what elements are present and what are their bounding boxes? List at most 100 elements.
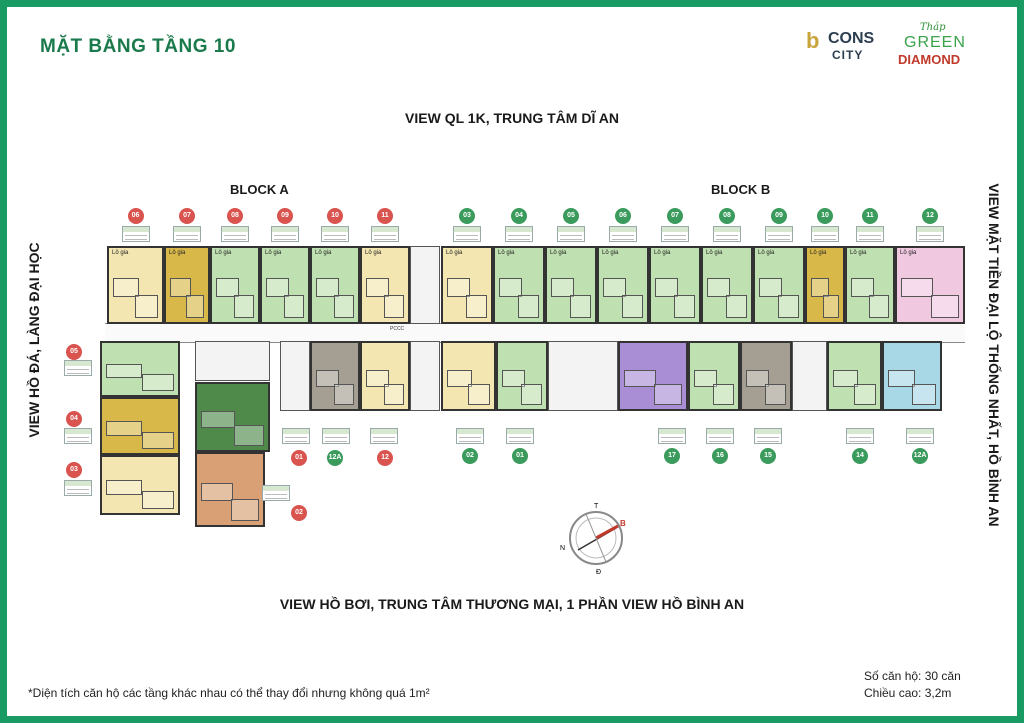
block-b-top-unit: Lô gia [701, 246, 753, 324]
balcony-label: Lô gia [602, 250, 619, 256]
unit-number: 12 [922, 208, 938, 224]
room [674, 294, 695, 318]
tag-line [67, 373, 89, 374]
room [201, 410, 235, 429]
tag-header [454, 227, 480, 232]
tag-line [67, 437, 89, 438]
tag-line [176, 235, 198, 236]
unit-area-tag [456, 428, 484, 444]
tag-line [67, 489, 89, 490]
tag-line [709, 441, 731, 442]
logo-diamond: DIAMOND [898, 52, 961, 67]
room [334, 384, 354, 405]
room [447, 369, 472, 388]
tag-line [909, 437, 931, 438]
compass-d: Đ [596, 569, 601, 576]
unit-number: 05 [563, 208, 579, 224]
unit-area-tag [706, 428, 734, 444]
tag-line [509, 441, 531, 442]
tag-line [612, 239, 634, 240]
tag-header [322, 227, 348, 232]
unit-area-tag [506, 428, 534, 444]
tag-line [374, 235, 396, 236]
unit-number: 12A [327, 450, 343, 466]
unit-number: 02 [291, 505, 307, 521]
unit-area-tag [262, 485, 290, 501]
balcony-label: Lô gia [169, 250, 186, 256]
room [869, 294, 889, 318]
view-top-label: VIEW QL 1K, TRUNG TÂM DĨ AN [405, 110, 619, 126]
tag-line [716, 239, 738, 240]
unit-number: 05 [66, 344, 82, 360]
tag-header [174, 227, 200, 232]
block-b-bottom-unit [688, 341, 740, 411]
tag-header [65, 361, 91, 366]
view-right-label: VIEW MẶT TIỀN ĐẠI LỘ THỐNG NHẤT, HỒ BÌNH… [986, 183, 1002, 527]
balcony-label: Lô gia [850, 250, 867, 256]
tag-line [757, 437, 779, 438]
tag-line [849, 437, 871, 438]
tag-header [457, 429, 483, 434]
room [707, 277, 731, 298]
block-a-top-unit: Lô gia [107, 246, 164, 324]
unit-number: 11 [377, 208, 393, 224]
tag-header [122, 227, 149, 232]
room [851, 277, 874, 298]
tag-line [849, 441, 871, 442]
room [142, 431, 174, 449]
tag-header [222, 227, 248, 232]
unit-area-tag [765, 226, 793, 242]
stair-core [792, 341, 827, 411]
block-b-label: BLOCK B [711, 182, 771, 197]
room [765, 384, 786, 405]
compass-b: B [620, 519, 626, 528]
tag-line [124, 235, 147, 236]
room [384, 384, 404, 405]
unit-area-tag [754, 428, 782, 444]
balcony-label: Lô gia [265, 250, 282, 256]
room [502, 369, 526, 388]
block-b-top-unit: Lô gia [649, 246, 701, 324]
unit-area-tag [221, 226, 249, 242]
page-title: MẶT BẰNG TẦNG 10 [40, 36, 236, 57]
unit-area-tag [557, 226, 585, 242]
block-b-bottom-unit [827, 341, 882, 411]
unit-number: 06 [127, 208, 144, 224]
tag-header [714, 227, 740, 232]
tag-header [857, 227, 883, 232]
tag-line [757, 441, 779, 442]
area-footnote: *Diện tích căn hộ các tầng khác nhau có … [28, 686, 430, 700]
logo-thap: Tháp [920, 22, 946, 33]
tag-header [506, 227, 532, 232]
tag-line [508, 239, 530, 240]
block-b-top-unit: Lô gia [597, 246, 649, 324]
room [316, 369, 339, 388]
stair-core [410, 341, 440, 411]
balcony-label: Lô gia [706, 250, 723, 256]
room [113, 277, 139, 298]
block-b-top-unit: Lô gia [545, 246, 597, 324]
tag-line [814, 239, 836, 240]
logo-cons: CONS [828, 30, 875, 47]
logo-b: b [806, 28, 820, 53]
room [901, 277, 933, 298]
tag-line [919, 239, 941, 240]
tag-line [768, 235, 790, 236]
unit-number: 01 [291, 450, 307, 466]
tag-line [509, 437, 531, 438]
compass-icon: T B N Đ [560, 503, 626, 576]
block-b-bottom-unit [496, 341, 548, 411]
tag-line [768, 239, 790, 240]
room [142, 491, 174, 509]
room [694, 369, 718, 388]
block-b-top-unit: Lô gia [441, 246, 493, 324]
room [655, 277, 679, 298]
balcony-label: Lô gia [498, 250, 515, 256]
unit-number: 16 [712, 448, 728, 464]
room [284, 294, 304, 318]
block-b-top-unit: Lô gia [845, 246, 895, 324]
tag-line [325, 437, 347, 438]
unit-area-tag [505, 226, 533, 242]
balcony-label: Lô gia [758, 250, 775, 256]
room [201, 482, 233, 502]
